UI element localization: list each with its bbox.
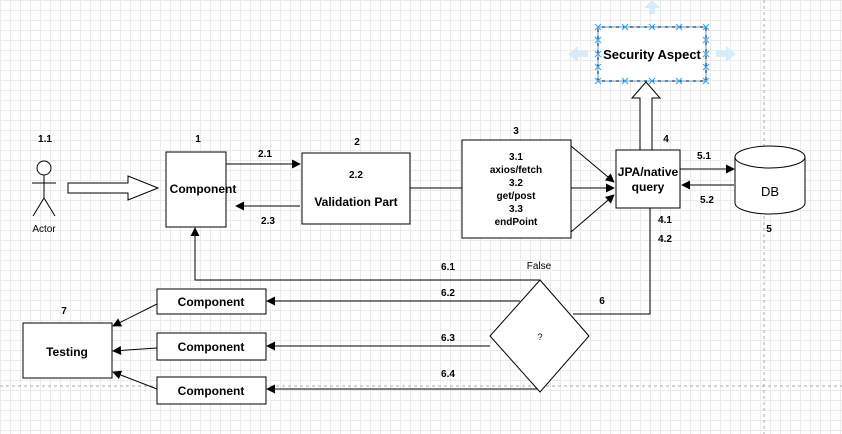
db-top	[734, 145, 806, 169]
label-7: 7	[61, 306, 67, 317]
label-false: False	[527, 261, 552, 272]
jpa-native-query[interactable]: JPA/native query	[615, 149, 681, 209]
component-b-box[interactable]	[156, 332, 267, 361]
axios-fetch-box[interactable]	[461, 139, 572, 239]
decision-diamond[interactable]: ?	[489, 279, 590, 393]
component-c-label: Component	[178, 384, 245, 398]
label-5-1: 5.1	[697, 151, 711, 162]
axios-line: endPoint	[495, 217, 538, 228]
label-4-2: 4.2	[658, 234, 672, 245]
connect-left-arrow-icon[interactable]	[568, 46, 588, 62]
axios-line: 3.3	[509, 204, 523, 215]
label-6-2: 6.2	[441, 288, 455, 299]
edge-axios-to-jpa-upper[interactable]	[570, 145, 615, 183]
security-aspect[interactable]: Security Aspect	[568, 0, 736, 85]
edges	[67, 81, 735, 394]
actor[interactable]: Actor	[32, 160, 56, 235]
edge-6-1[interactable]	[190, 227, 540, 281]
actor-figure-icon	[32, 160, 56, 217]
jpa-box[interactable]	[615, 149, 681, 209]
component-c[interactable]: Component	[156, 376, 267, 405]
validation-part[interactable]: 2.2 Validation Part	[301, 152, 411, 225]
label-6-1: 6.1	[441, 262, 455, 273]
db-label: DB	[761, 184, 779, 199]
connect-right-arrow-icon[interactable]	[716, 46, 736, 62]
edge-6[interactable]	[573, 208, 651, 315]
security-aspect-label: Security Aspect	[603, 47, 701, 62]
axios-line: axios/fetch	[490, 165, 542, 176]
label-1-1: 1.1	[38, 134, 52, 145]
validation-number: 2.2	[349, 170, 363, 181]
label-3: 3	[513, 126, 519, 137]
db-cylinder[interactable]: DB	[734, 145, 806, 215]
connect-up-arrow-icon[interactable]	[644, 0, 660, 14]
edge-component-a-to-testing[interactable]	[112, 303, 158, 327]
label-2: 2	[354, 137, 360, 148]
label-4-1: 4.1	[658, 215, 672, 226]
validation-part-label: Validation Part	[314, 195, 397, 209]
jpa-to-security-arrow[interactable]	[630, 81, 662, 151]
label-6: 6	[599, 296, 605, 307]
component-b[interactable]: Component	[156, 332, 267, 361]
component-main-box[interactable]	[165, 151, 227, 228]
validation-part-box[interactable]	[301, 152, 411, 225]
axios-line: 3.2	[509, 178, 523, 189]
component-a-label: Component	[178, 295, 245, 309]
axios-fetch-node[interactable]: 3.1 axios/fetch 3.2 get/post 3.3 endPoin…	[461, 139, 572, 239]
label-1: 1	[195, 134, 201, 145]
edge-labels: 1.1 1 2 3 4 5 6 7 2.1 2.3 5.1 5.2 4.1 4.…	[38, 126, 772, 380]
edge-component-b-to-testing[interactable]	[112, 345, 158, 355]
label-6-3: 6.3	[441, 333, 455, 344]
selection-handles[interactable]	[594, 23, 710, 85]
jpa-line: JPA/native	[618, 165, 679, 179]
jpa-line: query	[632, 180, 665, 194]
testing-box[interactable]	[22, 322, 113, 379]
actor-label: Actor	[32, 224, 56, 235]
label-5: 5	[766, 224, 772, 235]
component-a[interactable]: Component	[156, 288, 267, 315]
edge-axios-to-jpa-lower[interactable]	[570, 194, 615, 233]
label-2-1: 2.1	[258, 149, 272, 160]
db-body[interactable]	[734, 157, 806, 215]
label-2-3: 2.3	[261, 216, 275, 227]
component-main-label: Component	[170, 182, 237, 196]
component-c-box[interactable]	[156, 376, 267, 405]
testing[interactable]: Testing	[22, 322, 113, 379]
component-b-label: Component	[178, 340, 245, 354]
label-5-2: 5.2	[700, 195, 714, 206]
label-4: 4	[663, 134, 669, 145]
axios-line: 3.1	[509, 152, 523, 163]
component-a-box[interactable]	[156, 288, 267, 315]
component-main[interactable]: Component	[165, 151, 237, 228]
decision-shape[interactable]	[489, 279, 590, 393]
decision-label: ?	[537, 332, 542, 342]
label-6-4: 6.4	[441, 369, 455, 380]
edge-component-c-to-testing[interactable]	[112, 370, 158, 390]
testing-label: Testing	[46, 345, 88, 359]
actor-to-component-arrow[interactable]	[67, 175, 160, 201]
axios-line: get/post	[497, 191, 537, 202]
